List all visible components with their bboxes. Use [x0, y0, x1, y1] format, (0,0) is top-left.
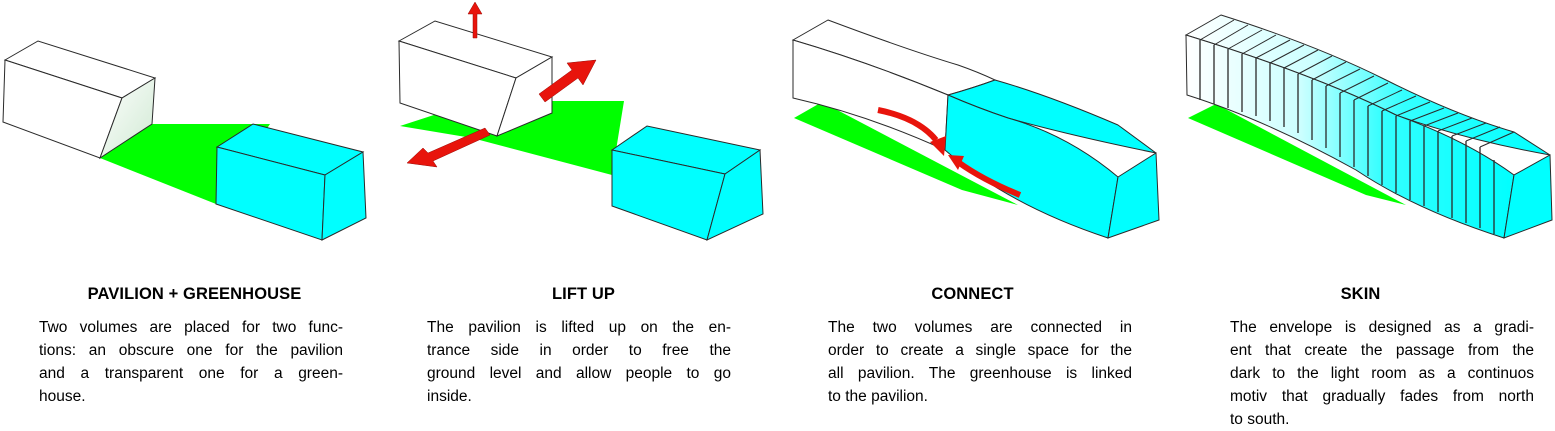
pavilion-gable — [496, 56, 553, 137]
skin-gable — [1503, 154, 1553, 239]
panel-lift-up: LIFT UP The pavilion is lifted up on the… — [389, 0, 778, 428]
description-line: to the pavilion. — [828, 388, 928, 405]
description-line: The two volumes are connected in — [828, 319, 1132, 336]
description-line: The envelope is designed as a gradi- — [1230, 319, 1534, 336]
description-line: dark to the light room as a continuos — [1230, 365, 1534, 382]
description-line: ground level and allow people to go — [427, 365, 731, 382]
greenhouse-gable — [1107, 152, 1160, 239]
description-line: motiv that gradually fades from north — [1230, 388, 1534, 405]
description-line: Two volumes are placed for two func- — [39, 319, 343, 336]
description-line: trance side in order to free the — [427, 342, 731, 359]
pavilion-gable — [99, 77, 156, 160]
description-line: house. — [39, 388, 86, 405]
description-line: The pavilion is lifted up on the en- — [427, 319, 731, 336]
panel-description: The envelope is designed as a gradi- ent… — [1230, 316, 1534, 431]
panel-title: CONNECT — [931, 285, 1014, 303]
diagram-connect — [791, 19, 1160, 239]
curved-arrow-icon — [877, 107, 939, 142]
arrow-up-icon — [467, 1, 483, 39]
curved-arrow-head — [930, 136, 946, 156]
panel-description: The two volumes are connected in order t… — [828, 316, 1132, 408]
arrow-left-icon — [406, 127, 491, 168]
skin-fins — [1199, 40, 1495, 234]
curved-arrow-head — [948, 155, 964, 170]
panel-title: SKIN — [1340, 285, 1381, 303]
arrow-right-icon — [538, 59, 597, 103]
curved-arrow-icon — [956, 159, 1022, 198]
description-line: order to create a single space for the — [828, 342, 1132, 359]
ground-strip — [1188, 104, 1406, 205]
panel-connect: CONNECT The two volumes are connected in… — [778, 0, 1167, 428]
panel-description: Two volumes are placed for two func- tio… — [39, 316, 343, 408]
description-line: inside. — [427, 388, 472, 405]
panel-title: PAVILION + GREENHOUSE — [87, 285, 302, 303]
panel-skin: SKIN The envelope is designed as a gradi… — [1166, 0, 1555, 428]
diagram-pavilion-greenhouse — [2, 40, 367, 241]
greenhouse-gable — [321, 151, 367, 241]
ground-strip — [794, 102, 1018, 205]
description-line: and a transparent one for a green- — [39, 365, 343, 382]
skin-roof-fins — [1199, 19, 1515, 148]
greenhouse-gable — [706, 149, 764, 241]
panel-description: The pavilion is lifted up on the en- tra… — [427, 316, 731, 408]
panel-pavilion-greenhouse: PAVILION + GREENHOUSE Two volumes are pl… — [0, 0, 389, 428]
diagram-lift-up — [397, 1, 764, 241]
description-line: to south. — [1230, 411, 1290, 428]
description-line: tions: an obscure one for the pavilion — [39, 342, 343, 359]
description-line: ent that create the passage from the — [1230, 342, 1534, 359]
description-line: all pavilion. The greenhouse is linked — [828, 365, 1132, 382]
diagram-skin — [1184, 14, 1553, 239]
panel-title: LIFT UP — [551, 285, 616, 303]
